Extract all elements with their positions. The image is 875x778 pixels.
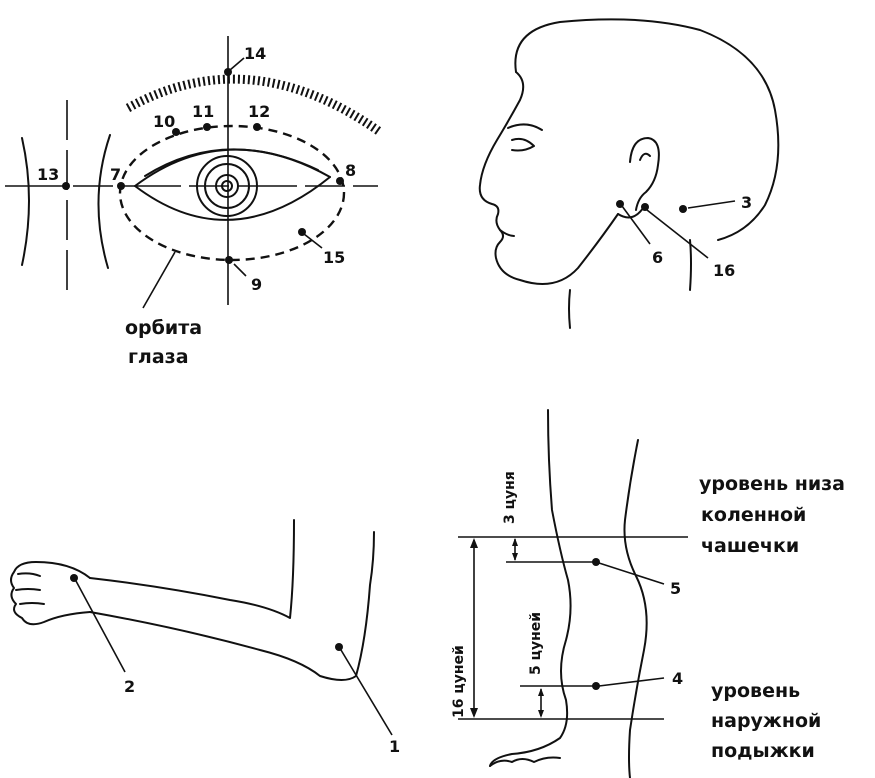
point-4-label: 4 [672,669,683,688]
knee-label-line1: уровень низа [699,473,845,495]
point-16-label: 16 [713,261,735,280]
point-2-leader [76,581,125,672]
point-4-leader [599,678,664,686]
face-contour-inner [98,135,110,268]
point-14-label: 14 [244,44,266,63]
face-contour-outer [22,138,29,265]
point-6-label: 6 [652,248,663,267]
point-13-label: 13 [37,165,59,184]
hand-outline [11,562,90,624]
profile-eye [512,139,534,151]
eye-lower-lid [135,177,330,220]
arm-panel: 2 1 [11,520,400,756]
orbit-caption-line2: глаза [128,346,189,368]
point-3-label: 3 [741,193,752,212]
point-6-leader [622,206,650,244]
point-8-dot [336,177,344,185]
point-2-label: 2 [124,677,135,696]
leg-panel: 5 4 3 цуня 5 цуней 16 цуней уровень низа… [451,410,845,778]
point-3-dot [679,205,687,213]
point-9-label: 9 [251,275,262,294]
neck-back [690,240,691,290]
neck-front [569,290,570,328]
point-11-label: 11 [192,102,214,121]
ankle-label-line1: уровень [711,680,800,702]
eye-panel: 13 7 8 10 11 12 14 9 15 орбита глаза [5,36,380,368]
leg-front-contour [490,410,571,766]
ankle-label-line2: наружной [711,710,821,732]
fingers [16,573,44,604]
point-4-dot [592,682,600,690]
point-5-label: 5 [670,579,681,598]
measure-full-label: 16 цуней [451,645,467,718]
point-12-dot [253,123,261,131]
orbit-caption-leader [143,252,175,308]
orbit-caption-line1: орбита [125,317,202,339]
measure-middle-label: 5 цуней [528,612,544,675]
point-1-leader [341,650,392,735]
toes [490,758,560,767]
head-panel: 3 6 16 [480,19,779,328]
point-1-label: 1 [389,737,400,756]
point-15-label: 15 [323,248,345,267]
point-9-dot [225,256,233,264]
point-13-dot [62,182,70,190]
arm-upper-edge [90,520,294,618]
point-14-leader [230,58,244,70]
face-profile [480,72,618,284]
ear [630,138,659,210]
point-9-leader [234,264,246,276]
point-8-label: 8 [345,161,356,180]
knee-label-line2: коленной [701,504,806,526]
measure-top-label: 3 цуня [502,471,518,524]
point-11-dot [203,123,211,131]
point-5-dot [592,558,600,566]
eye-upper-crease [145,149,318,176]
point-3-leader [688,201,735,208]
arm-lower-edge [90,532,374,680]
ear-inner [640,154,650,160]
ankle-label-line3: подыжки [711,740,815,762]
leg-back-contour [624,440,646,778]
eye-upper-lid [135,150,330,186]
knee-label-line3: чашечки [701,535,799,557]
profile-brow [508,124,542,130]
point-7-label: 7 [110,165,121,184]
point-10-label: 10 [153,112,175,131]
point-12-label: 12 [248,102,270,121]
